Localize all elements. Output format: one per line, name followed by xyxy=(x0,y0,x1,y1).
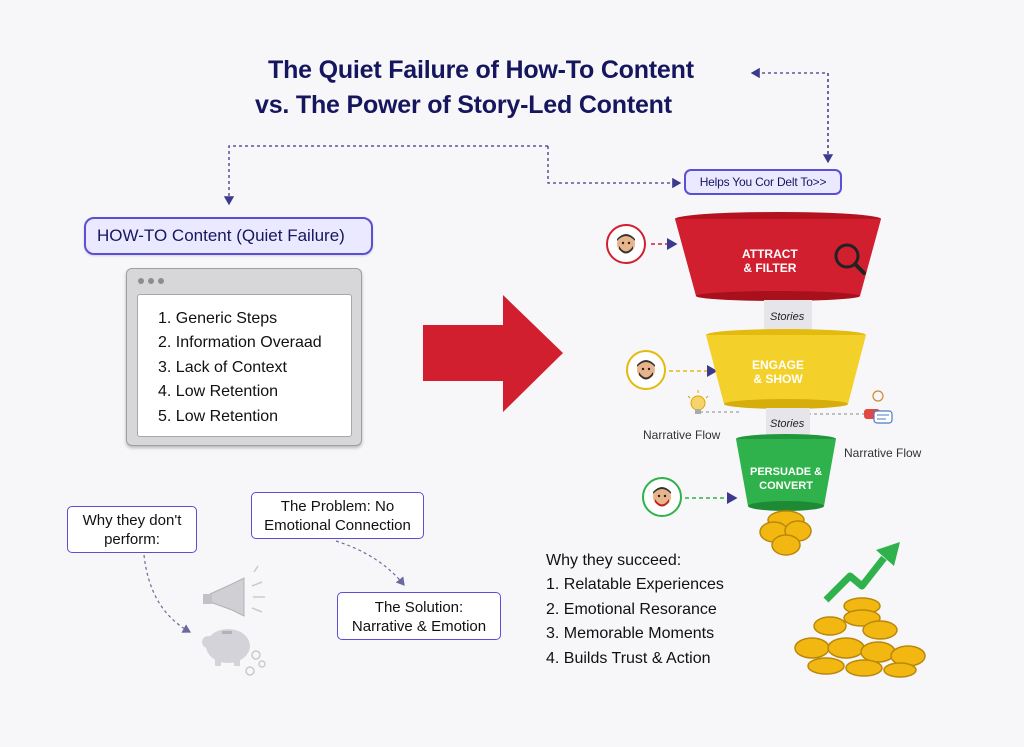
howto-item: 3. Lack of Context xyxy=(158,358,287,376)
problem-line-2: Emotional Connection xyxy=(264,517,411,534)
solution-line-2: Narrative & Emotion xyxy=(351,618,487,635)
title-line-1: The Quiet Failure of How-To Content xyxy=(268,56,694,84)
howto-item: 2. Information Overaad xyxy=(158,334,322,352)
connector-helps-title xyxy=(750,67,829,160)
funnel-stage-attract xyxy=(675,212,881,301)
success-item: 2. Emotional Resorance xyxy=(546,600,717,618)
funnel-neck-1 xyxy=(764,300,812,334)
howto-label: HOW-TO Content (Quiet Failure) xyxy=(84,217,373,255)
why-dont-line-2: perform: xyxy=(104,531,160,548)
stage-attract-line-2: & FILTER xyxy=(743,261,797,275)
magnifier-icon xyxy=(834,243,866,275)
title-line-2: vs. The Power of Story-Led Content xyxy=(255,91,672,119)
growth-arrow-icon xyxy=(823,542,900,603)
solution-line-1: The Solution: xyxy=(374,599,464,616)
stage-engage-label: ENGAGE & SHOW xyxy=(752,358,804,386)
avatar-face-icon xyxy=(653,487,671,507)
window-dot-icon xyxy=(148,278,154,284)
funnel-stage-engage xyxy=(706,329,866,409)
connector-title-left xyxy=(223,145,548,206)
problem-line-1: The Problem: No xyxy=(280,498,395,515)
connector-title-helps xyxy=(547,146,682,189)
stage-convert-line-2: CONVERT xyxy=(759,480,813,492)
howto-item: 1. Generic Steps xyxy=(158,310,278,327)
avatar-icon xyxy=(606,224,646,264)
stage-engage-line-2: & SHOW xyxy=(753,372,803,386)
howto-window: 1. Generic Steps 2. Information Overaad … xyxy=(126,268,362,446)
helps-label: Helps You Cor Delt To>> xyxy=(684,169,842,195)
stage-attract-line-1: ATTRACT xyxy=(742,247,798,261)
falling-coins-icon xyxy=(759,510,812,556)
success-heading: Why they succeed: xyxy=(546,552,682,569)
stage-attract-label: ATTRACT & FILTER xyxy=(742,247,798,275)
why-dont-line-1: Why they don't xyxy=(82,512,182,529)
coin-stack-icon xyxy=(794,597,926,678)
narrative-flow-right: Narrative Flow xyxy=(844,446,922,460)
funnel-stage-convert xyxy=(736,434,836,511)
howto-list: 1. Generic Steps 2. Information Overaad … xyxy=(158,307,322,429)
avatar-icon xyxy=(642,477,682,517)
piggy-bank-icon xyxy=(202,629,266,676)
avatar-face-icon xyxy=(617,234,635,254)
success-item: 4. Builds Trust & Action xyxy=(546,649,711,667)
window-dot-icon xyxy=(158,278,164,284)
stage-engage-line-1: ENGAGE xyxy=(752,358,805,372)
lightbulb-icon xyxy=(687,390,709,414)
avatar-icon xyxy=(626,350,666,390)
success-item: 3. Memorable Moments xyxy=(546,625,715,643)
connector-why-piggy xyxy=(143,554,192,633)
red-arrow-icon xyxy=(423,295,563,412)
avatar-face-icon xyxy=(637,360,655,380)
stage-convert-label: PERSUADE & CONVERT xyxy=(750,465,822,493)
window-dot-icon xyxy=(138,278,144,284)
narrative-flow-left: Narrative Flow xyxy=(643,428,721,442)
success-item: 1. Relatable Experiences xyxy=(546,576,724,594)
problem-box: The Problem: No Emotional Connection xyxy=(251,492,424,539)
connector-problem-solution xyxy=(335,540,405,586)
stage-convert-line-1: PERSUADE & xyxy=(750,466,823,478)
success-list: Why they succeed: 1. Relatable Experienc… xyxy=(546,549,724,671)
howto-item: 4. Low Retention xyxy=(158,383,279,401)
howto-list-panel: 1. Generic Steps 2. Information Overaad … xyxy=(137,294,352,437)
howto-item: 5. Low Retention xyxy=(158,407,279,425)
solution-box: The Solution: Narrative & Emotion xyxy=(337,592,501,640)
funnel-neck-2 xyxy=(766,408,810,436)
stories-label-1: Stories xyxy=(770,311,805,323)
why-dont-box: Why they don't perform: xyxy=(67,506,197,553)
stories-label-2: Stories xyxy=(770,418,805,430)
megaphone-icon xyxy=(203,565,265,617)
chat-bubbles-icon xyxy=(864,390,893,424)
window-dots xyxy=(138,278,164,284)
